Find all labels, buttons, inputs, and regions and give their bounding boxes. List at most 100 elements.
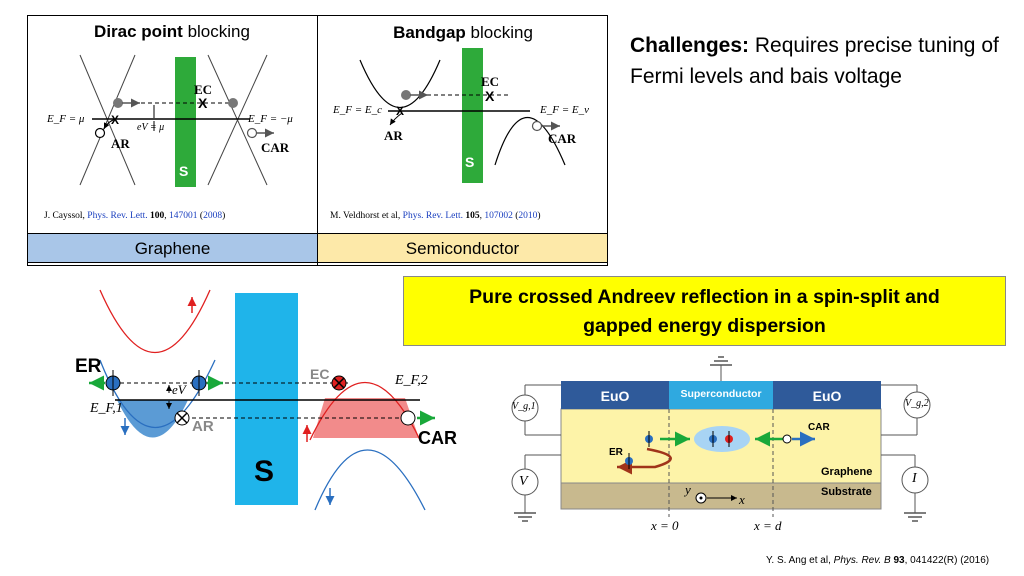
bandgap-right-hill <box>494 117 566 166</box>
citation-prefix: J. Cayssol, <box>44 211 88 221</box>
citation-vol: 105 <box>465 211 480 221</box>
spin-split-diagram <box>89 289 435 511</box>
dirac-ef-left-label: E_F = μ <box>47 113 85 125</box>
semiconductor-band: Semiconductor <box>317 233 608 263</box>
euo-left-block <box>561 381 669 409</box>
spin-ec-label: EC <box>310 366 330 382</box>
bandgap-citation: M. Veldhorst et al, Phys. Rev. Lett. 105… <box>330 211 541 221</box>
x-axis-label: x <box>739 492 745 507</box>
dirac-s-bar <box>175 57 196 187</box>
spin-s-bar <box>235 293 298 505</box>
dirac-car-label: CAR <box>261 140 290 155</box>
dirac-hole-right <box>246 127 258 139</box>
citation-year: 2010 <box>518 211 538 221</box>
bandgap-heading-rest: blocking <box>465 23 533 42</box>
highlight-line-1: Pure crossed Andreev reflection in a spi… <box>469 286 940 308</box>
dirac-ef-right-label: E_F = −μ <box>248 113 293 125</box>
dirac-cone-left-b <box>79 54 136 186</box>
bandgap-heading: Bandgap blocking <box>318 23 608 43</box>
spin-ef2-label: E_F,2 <box>395 373 428 388</box>
bandgap-ec-label: EC <box>481 74 500 89</box>
bandgap-electron <box>401 90 411 100</box>
bandgap-ef-right-label: E_F = E_v <box>540 104 589 116</box>
bandgap-s-bar <box>462 48 483 183</box>
vg2-label: V_g,2 <box>905 398 929 409</box>
highlight-line-2: gapped energy dispersion <box>583 315 826 337</box>
dirac-s-label: S <box>179 163 189 179</box>
superconductor-block <box>669 381 773 409</box>
y-axis-label: y <box>685 482 691 497</box>
y-axis-dot-center <box>699 496 703 500</box>
spin-ev-label: eV <box>172 382 186 397</box>
bandgap-ar-cross: X <box>396 104 404 118</box>
spin-ar-label: AR <box>192 418 214 435</box>
x0-label: x = 0 <box>651 518 679 533</box>
superconductor-label: Superconductor <box>680 388 762 400</box>
device-er-arrow <box>617 447 672 475</box>
citation-vol: 100 <box>150 211 165 221</box>
dirac-ar-arrow <box>103 118 117 130</box>
euo-left-label: EuO <box>600 388 630 404</box>
dirac-hole-left <box>94 127 106 139</box>
graphene-band: Graphene <box>27 233 318 263</box>
dirac-citation: J. Cayssol, Phys. Rev. Lett. 100, 147001… <box>44 211 226 221</box>
car-hole <box>400 410 416 426</box>
dirac-ec-cross: X <box>198 95 208 111</box>
spin-er-label: ER <box>75 356 102 377</box>
dirac-diagram: X X <box>79 54 274 187</box>
citation-journal: Phys. Rev. Lett. <box>87 211 148 221</box>
bandgap-ef-left-label: E_F = E_c <box>333 104 382 116</box>
voltmeter-label: V <box>519 474 528 489</box>
right-red-fill <box>313 398 419 438</box>
footer-citation-journal: Phys. Rev. B <box>833 555 891 566</box>
xd-label: x = d <box>754 518 782 533</box>
device-schematic <box>511 356 931 522</box>
bandgap-s-label: S <box>465 154 475 170</box>
citation-year: 2008 <box>203 211 223 221</box>
cooper-pair <box>694 426 750 452</box>
bandgap-left-parabola <box>359 59 441 108</box>
challenges-text: Challenges: Requires precise tuning of F… <box>630 30 1010 92</box>
dirac-electron-left <box>113 98 123 108</box>
device-car-label: CAR <box>808 422 830 433</box>
bandgap-diagram: X X <box>359 48 566 183</box>
spin-ef1-label: E_F,1 <box>90 401 123 416</box>
highlight-box: Pure crossed Andreev reflection in a spi… <box>403 276 1006 346</box>
top-table-divider <box>317 15 318 266</box>
substrate-layer <box>560 482 882 510</box>
graphene-label: Graphene <box>821 466 873 478</box>
spin-car-label: CAR <box>418 428 457 448</box>
citation-journal: Phys. Rev. Lett. <box>402 211 463 221</box>
dirac-electron-right <box>228 98 238 108</box>
bandgap-hole <box>531 120 543 132</box>
dirac-ec-label: EC <box>194 82 213 97</box>
left-blue-parabola-fill <box>117 400 188 438</box>
footer-citation-prefix: Y. S. Ang et al, <box>766 555 834 566</box>
dirac-heading-bold: Dirac point <box>94 22 183 41</box>
dirac-heading-rest: blocking <box>182 22 250 41</box>
bandgap-ar-arrow <box>389 112 403 126</box>
dirac-ev-label: eV = μ <box>137 122 165 133</box>
ammeter-label: I <box>912 471 917 486</box>
citation-page: 107002 <box>484 211 513 221</box>
dirac-cone-right-b <box>207 54 268 186</box>
dirac-ar-cross: X <box>111 113 119 127</box>
dirac-heading: Dirac point blocking <box>27 22 317 42</box>
bandgap-ec-cross: X <box>485 88 495 104</box>
footer-citation-rest: , 041422(R) (2016) <box>904 555 990 566</box>
footer-citation-vol: 93 <box>893 555 905 566</box>
vg1-label: V_g,1 <box>512 401 536 412</box>
challenges-body: Requires precise tuning of Fermi levels … <box>630 34 999 88</box>
footer-citation: Y. S. Ang et al, Phys. Rev. B 93, 041422… <box>766 555 989 566</box>
euo-right-block <box>773 381 881 409</box>
citation-page: 147001 <box>169 211 198 221</box>
bandgap-heading-bold: Bandgap <box>393 23 466 42</box>
right-blue-parabola <box>314 449 426 511</box>
euo-right-label: EuO <box>812 388 842 404</box>
bandgap-car-label: CAR <box>548 131 577 146</box>
citation-prefix: M. Veldhorst et al, <box>330 211 403 221</box>
device-er-label: ER <box>609 447 623 458</box>
ec-x2 <box>333 377 345 389</box>
dirac-ar-label: AR <box>111 136 130 151</box>
left-red-parabola <box>99 289 211 353</box>
